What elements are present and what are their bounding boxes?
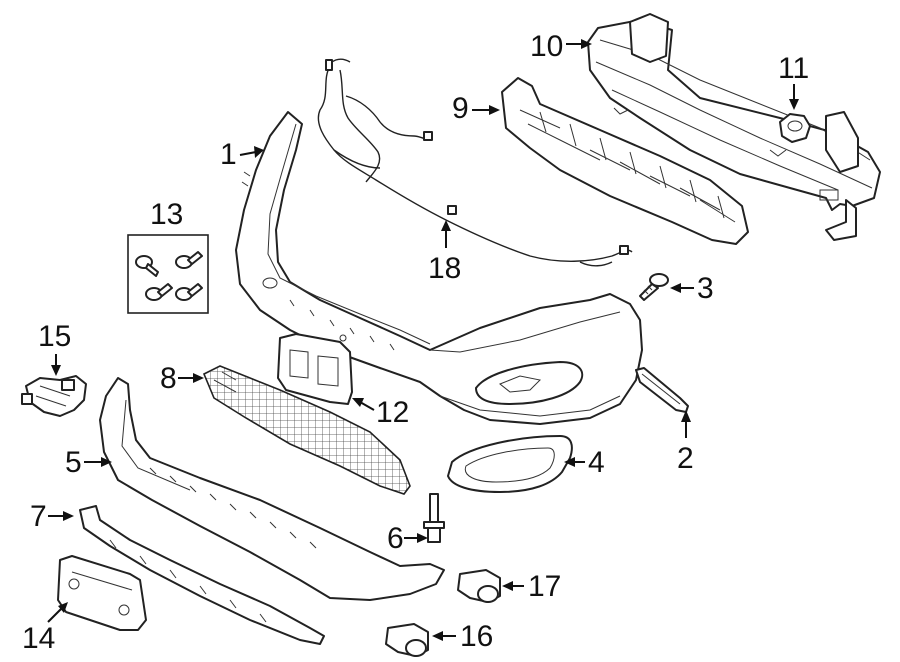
radar-sensor-module[interactable] — [57, 555, 147, 631]
callout-label: 14 — [22, 622, 55, 655]
lower-grille[interactable] — [202, 365, 411, 495]
callout-label: 12 — [376, 396, 409, 429]
callout-11: 11 — [778, 52, 809, 110]
callout-label: 16 — [460, 620, 493, 653]
fastener-screw — [175, 251, 203, 269]
license-plate-bracket[interactable] — [277, 333, 353, 405]
callout-7: 7 — [30, 500, 74, 533]
sensor-bracket[interactable] — [21, 375, 87, 417]
side-trim-strip[interactable] — [635, 367, 689, 413]
callout-4: 4 — [564, 446, 605, 479]
callout-label: 17 — [528, 570, 561, 603]
callout-label: 8 — [160, 362, 177, 395]
fastener-screw — [175, 283, 203, 301]
callout-16: 16 — [432, 620, 493, 653]
callout-label: 15 — [38, 320, 71, 353]
callout-label: 5 — [65, 446, 82, 479]
callout-9: 9 — [452, 92, 500, 125]
push-pin-retainer[interactable] — [423, 493, 445, 543]
parking-sensor-upper[interactable] — [457, 569, 501, 603]
fastener-kit[interactable] — [127, 234, 209, 314]
fastener-screw — [145, 283, 173, 301]
callout-17: 17 — [502, 570, 561, 603]
callout-6: 6 — [387, 522, 428, 555]
wiring-harness[interactable] — [317, 58, 633, 267]
fastener-screw — [135, 255, 159, 277]
callout-label: 11 — [778, 52, 809, 85]
callout-18: 18 — [428, 220, 461, 285]
fog-lamp-bezel[interactable] — [447, 435, 573, 493]
energy-absorber[interactable] — [501, 77, 749, 245]
retainer-nut[interactable] — [779, 113, 811, 143]
callout-5: 5 — [65, 446, 112, 479]
callout-label: 4 — [588, 446, 605, 479]
bumper-reinforcement-beam[interactable] — [587, 13, 881, 241]
callout-label: 9 — [452, 92, 469, 125]
callout-8: 8 — [160, 362, 204, 395]
callout-label: 1 — [220, 138, 237, 171]
callout-3: 3 — [670, 272, 714, 305]
parking-sensor-lower[interactable] — [385, 623, 429, 657]
lower-splash-shield[interactable] — [79, 505, 325, 645]
callout-1: 1 — [220, 138, 264, 171]
callout-label: 18 — [428, 252, 461, 285]
callout-label: 13 — [150, 198, 183, 231]
callout-15: 15 — [38, 320, 71, 376]
callout-2: 2 — [677, 410, 694, 475]
callout-label: 7 — [30, 500, 47, 533]
callout-12: 12 — [352, 396, 409, 429]
bumper-bolt[interactable] — [639, 273, 669, 301]
callout-label: 6 — [387, 522, 404, 555]
callout-13: 13 — [150, 198, 183, 231]
callout-10: 10 — [530, 30, 592, 63]
callout-14: 14 — [22, 602, 68, 655]
lower-valance[interactable] — [99, 377, 445, 601]
callout-label: 3 — [697, 272, 714, 305]
callout-label: 10 — [530, 30, 563, 63]
callout-label: 2 — [677, 442, 694, 475]
